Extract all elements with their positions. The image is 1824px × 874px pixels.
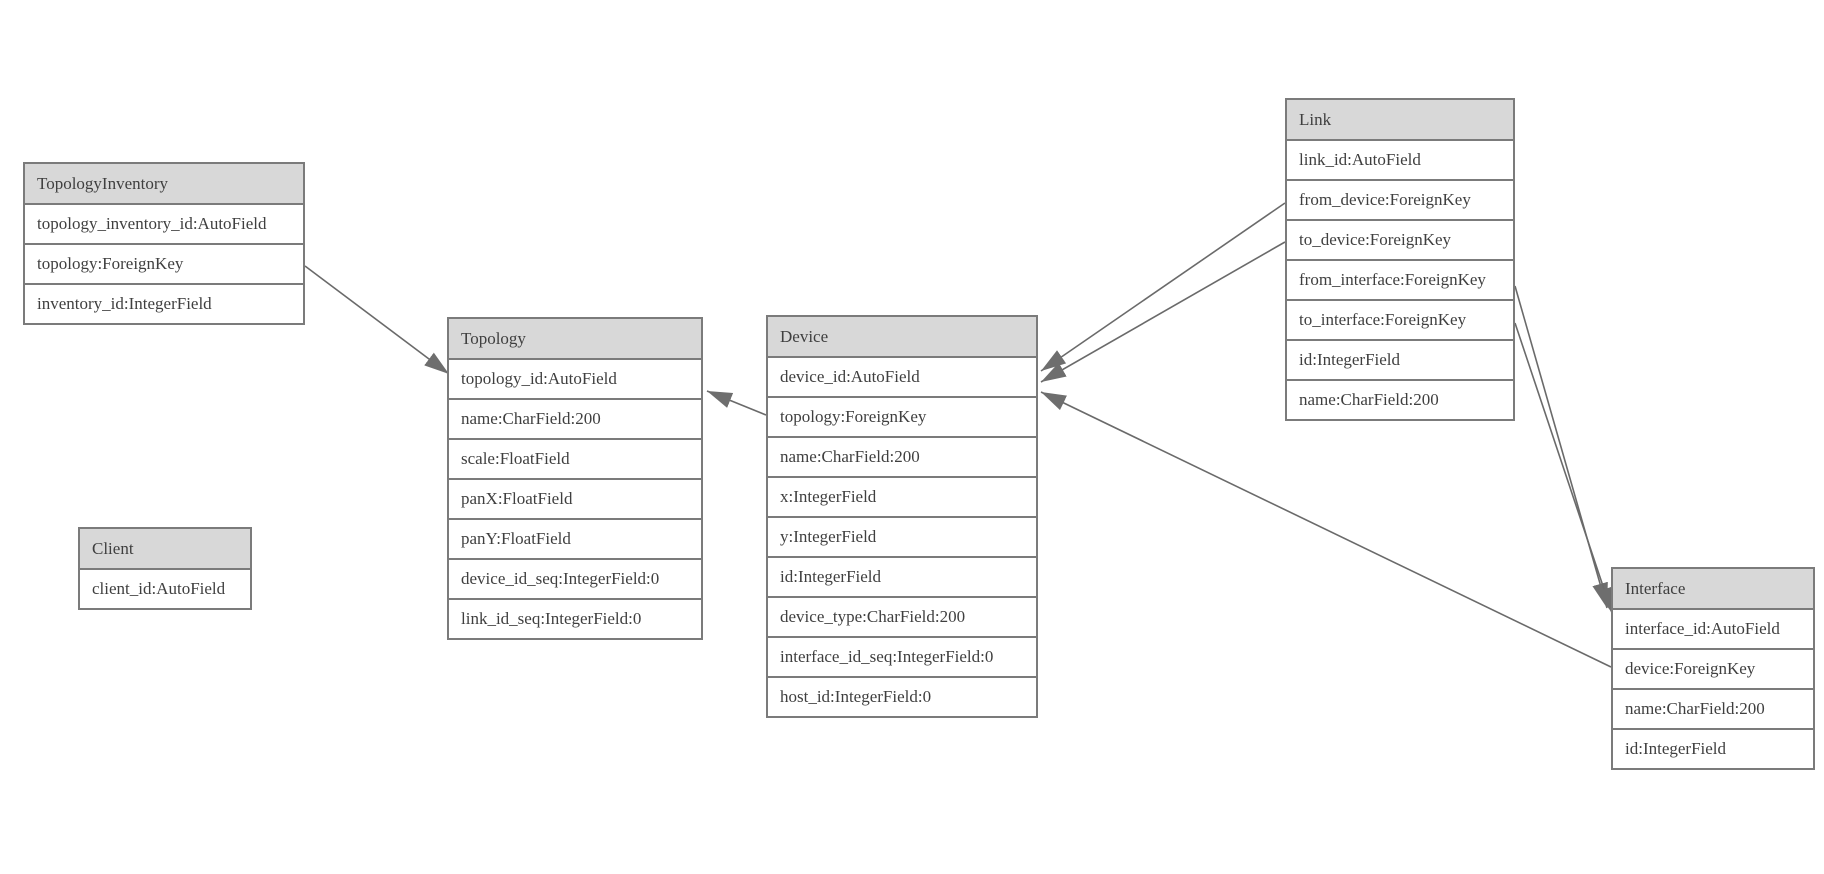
entity-title: Device bbox=[768, 317, 1036, 358]
entity-field-row: device_id:AutoField bbox=[768, 358, 1036, 398]
entity-field-row: client_id:AutoField bbox=[80, 570, 250, 608]
relationship-line-link-to_interface-to-interface bbox=[1514, 322, 1613, 614]
entity-title: Link bbox=[1287, 100, 1513, 141]
entity-field-row: id:IntegerField bbox=[768, 558, 1036, 598]
entity-field-row: y:IntegerField bbox=[768, 518, 1036, 558]
entity-field-row: to_interface:ForeignKey bbox=[1287, 301, 1513, 341]
entity-field-row: name:CharField:200 bbox=[449, 400, 701, 440]
relationship-line-interface-device-to-device bbox=[1040, 391, 1612, 668]
entity-field-row: host_id:IntegerField:0 bbox=[768, 678, 1036, 716]
relationship-line-link-to_device-to-device bbox=[1040, 241, 1286, 383]
entity-field-row: panX:FloatField bbox=[449, 480, 701, 520]
entity-field-row: topology_inventory_id:AutoField bbox=[25, 205, 303, 245]
entity-field-row: device_id_seq:IntegerField:0 bbox=[449, 560, 701, 600]
entity-field-row: to_device:ForeignKey bbox=[1287, 221, 1513, 261]
entity-field-row: device_type:CharField:200 bbox=[768, 598, 1036, 638]
entity-field-row: name:CharField:200 bbox=[1613, 690, 1813, 730]
entity-field-row: panY:FloatField bbox=[449, 520, 701, 560]
entity-field-row: interface_id_seq:IntegerField:0 bbox=[768, 638, 1036, 678]
entity-field-row: scale:FloatField bbox=[449, 440, 701, 480]
entity-field-row: name:CharField:200 bbox=[1287, 381, 1513, 419]
entity-field-row: topology:ForeignKey bbox=[25, 245, 303, 285]
entity-field-row: x:IntegerField bbox=[768, 478, 1036, 518]
entity-field-row: id:IntegerField bbox=[1287, 341, 1513, 381]
entity-field-row: id:IntegerField bbox=[1613, 730, 1813, 768]
entity-field-row: link_id_seq:IntegerField:0 bbox=[449, 600, 701, 638]
entity-field-row: interface_id:AutoField bbox=[1613, 610, 1813, 650]
entity-field-row: from_interface:ForeignKey bbox=[1287, 261, 1513, 301]
entity-field-row: from_device:ForeignKey bbox=[1287, 181, 1513, 221]
entity-field-row: topology:ForeignKey bbox=[768, 398, 1036, 438]
relationship-line-device-topology-to-topology bbox=[706, 390, 767, 416]
entity-title: TopologyInventory bbox=[25, 164, 303, 205]
relationship-line-link-from_device-to-device bbox=[1040, 202, 1286, 372]
entity-title: Interface bbox=[1613, 569, 1813, 610]
relationship-line-link-from_interface-to-interface bbox=[1514, 285, 1608, 609]
entity-field-row: link_id:AutoField bbox=[1287, 141, 1513, 181]
entity-field-row: name:CharField:200 bbox=[768, 438, 1036, 478]
entity-field-row: device:ForeignKey bbox=[1613, 650, 1813, 690]
relationship-line-topologyinventory-topology-to-topology bbox=[304, 265, 450, 375]
entity-field-row: inventory_id:IntegerField bbox=[25, 285, 303, 323]
entity-title: Client bbox=[80, 529, 250, 570]
entity-title: Topology bbox=[449, 319, 701, 360]
entity-field-row: topology_id:AutoField bbox=[449, 360, 701, 400]
